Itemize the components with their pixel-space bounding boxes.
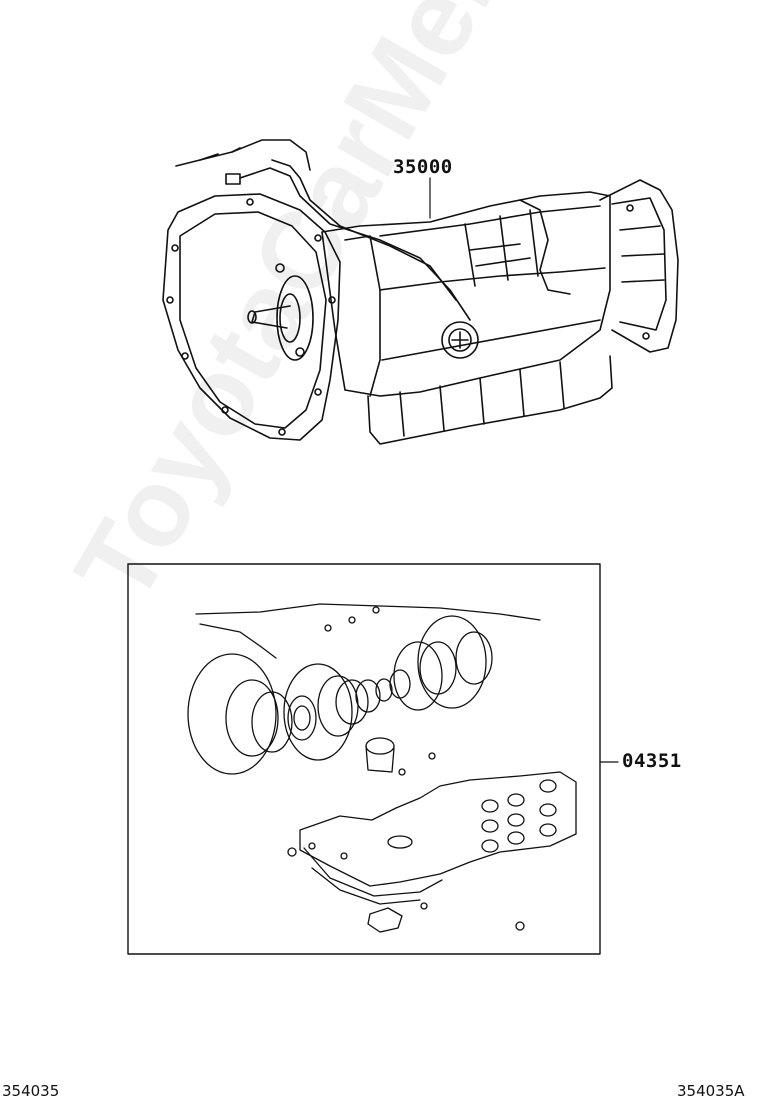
gasket-kit-frame <box>127 563 601 955</box>
diagram-code-left: 354035 <box>2 1082 60 1100</box>
transmission-assembly-drawing <box>162 139 679 445</box>
gasket-kit-drawing <box>187 603 577 933</box>
diagram-code-right: 354035A <box>677 1082 745 1100</box>
part-number-35000: 35000 <box>393 156 453 178</box>
part-number-04351: 04351 <box>622 750 682 772</box>
